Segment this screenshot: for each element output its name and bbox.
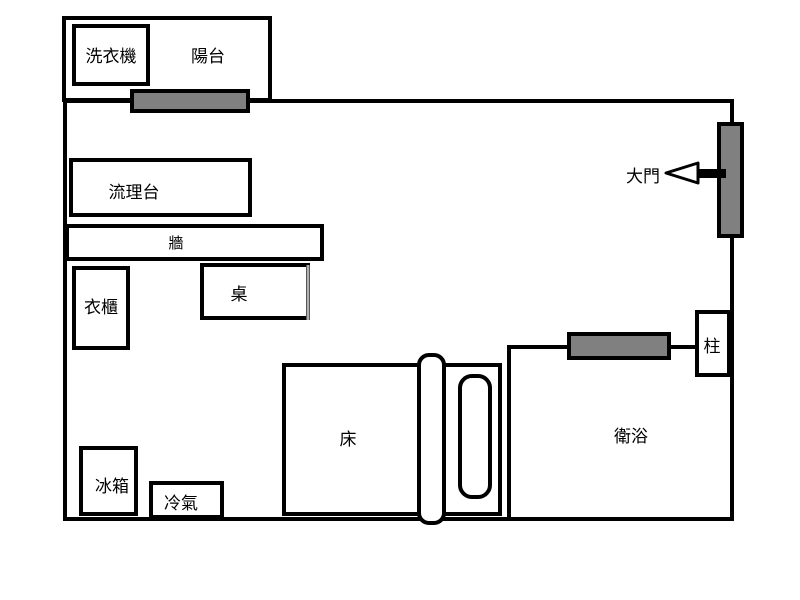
fridge-outline (79, 446, 138, 516)
entrance-door (717, 122, 744, 238)
bathroom-label: 衛浴 (614, 427, 648, 447)
bed-label: 床 (340, 430, 357, 450)
washing-machine-label: 洗衣機 (86, 47, 137, 67)
bathroom: 衛浴 (507, 332, 697, 519)
arrow-head (664, 161, 700, 185)
air-conditioner-outline (149, 481, 224, 519)
arrow-left-icon (664, 161, 726, 185)
main-room-outline (63, 99, 734, 521)
wall-outline (65, 224, 324, 261)
entrance-label: 大門 (626, 167, 660, 187)
balcony-label: 陽台 (191, 47, 225, 67)
air-conditioner-label: 冷氣 (164, 494, 198, 514)
air-conditioner: 冷氣 (149, 481, 224, 519)
counter-label: 流理台 (109, 183, 160, 203)
washing-machine-outline (72, 24, 150, 86)
fridge-label: 冰箱 (95, 477, 129, 497)
balcony-door (130, 89, 250, 113)
pillar-label: 柱 (704, 337, 721, 357)
interior-wall: 牆 (65, 224, 324, 261)
wall-label: 牆 (168, 234, 183, 252)
bed-headboard (417, 353, 446, 525)
pillar-outline (695, 310, 731, 377)
fridge: 冰箱 (79, 446, 138, 516)
desk-label: 桌 (231, 285, 248, 305)
bed-pillow (458, 374, 492, 499)
washing-machine: 洗衣機 (72, 24, 150, 86)
desk: 桌 (200, 263, 310, 320)
bed: 床 (282, 353, 502, 525)
desk-outline (200, 263, 310, 320)
counter-outline (69, 158, 252, 217)
arrow-shaft (696, 169, 726, 178)
wardrobe: 衣櫃 (72, 266, 130, 350)
main-entrance: 大門 (626, 122, 744, 238)
pillar: 柱 (695, 310, 731, 377)
kitchen-counter: 流理台 (69, 158, 252, 217)
wardrobe-label: 衣櫃 (84, 298, 118, 318)
wardrobe-outline (72, 266, 130, 350)
bathroom-door (567, 332, 671, 360)
